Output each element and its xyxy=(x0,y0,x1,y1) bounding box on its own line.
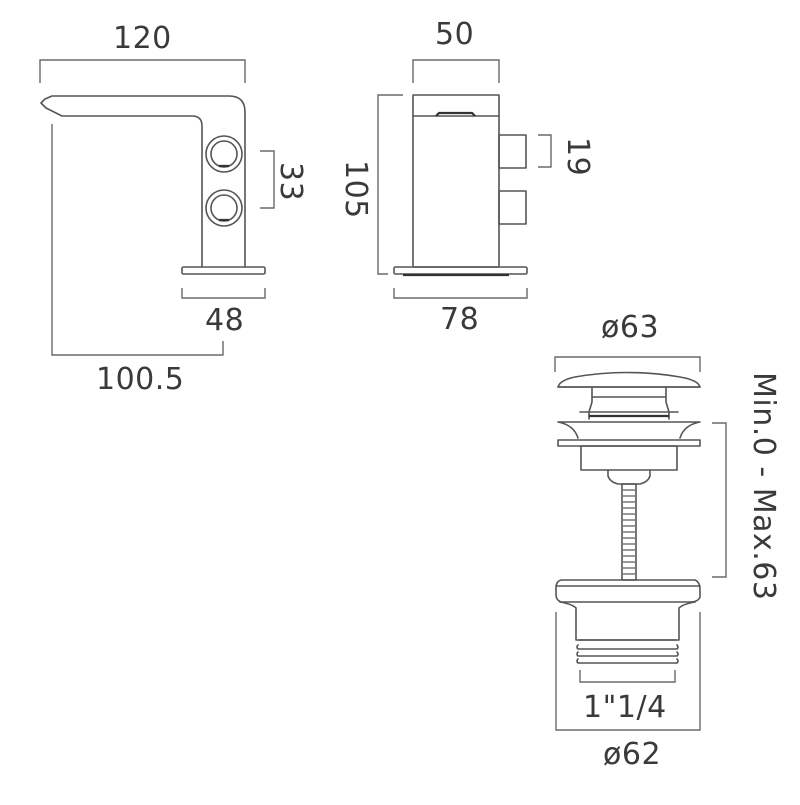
dim-19-bracket xyxy=(538,134,552,168)
side-view-drawing xyxy=(39,59,275,356)
handle-upper-inner xyxy=(210,140,238,168)
front-body xyxy=(412,94,500,268)
spout-outlet xyxy=(435,111,476,117)
handle-lower xyxy=(205,189,243,227)
dim-120-bracket xyxy=(39,59,246,83)
label-overall-length: 120 xyxy=(113,21,172,56)
dim-63-bracket xyxy=(554,356,701,372)
front-base-plate xyxy=(393,266,528,275)
label-flange-diameter: ø62 xyxy=(603,737,662,772)
dim-thread-bracket xyxy=(579,670,676,683)
front-handle-lower xyxy=(498,190,527,225)
label-adjustment-range: Min.0 - Max.63 xyxy=(746,372,781,601)
dim-105-bracket xyxy=(377,94,403,275)
handle-upper xyxy=(205,135,243,173)
tap-body-outline xyxy=(40,95,246,268)
waste-flange xyxy=(557,421,701,439)
dim-100-5-bracket xyxy=(51,124,224,356)
dim-50-bracket xyxy=(412,59,500,83)
waste-cap xyxy=(557,371,701,388)
front-handle-upper xyxy=(498,134,527,169)
waste-drawing xyxy=(554,356,727,731)
label-front-base-width: 78 xyxy=(440,302,480,337)
dim-62-bracket xyxy=(555,612,701,731)
dim-48-bracket xyxy=(181,288,266,299)
label-cap-diameter: ø63 xyxy=(601,310,660,345)
front-view-drawing xyxy=(377,59,552,299)
label-body-width: 50 xyxy=(435,17,475,52)
handle-lower-inner xyxy=(210,194,238,222)
dim-33-bracket xyxy=(260,150,275,209)
label-handle-spacing: 33 xyxy=(273,162,308,202)
dim-minmax-bracket xyxy=(712,422,727,578)
label-tap-base-width: 48 xyxy=(205,303,245,338)
waste-body-lower xyxy=(555,579,701,603)
label-spout-projection: 100.5 xyxy=(96,362,185,397)
label-thread-size: 1"1/4 xyxy=(583,690,667,725)
dim-78-bracket xyxy=(393,288,528,299)
tap-base-plate xyxy=(181,266,266,275)
waste-thread xyxy=(576,639,679,664)
waste-body-upper xyxy=(580,445,678,471)
label-handle-size: 19 xyxy=(560,137,595,177)
label-overall-height: 105 xyxy=(338,160,373,219)
